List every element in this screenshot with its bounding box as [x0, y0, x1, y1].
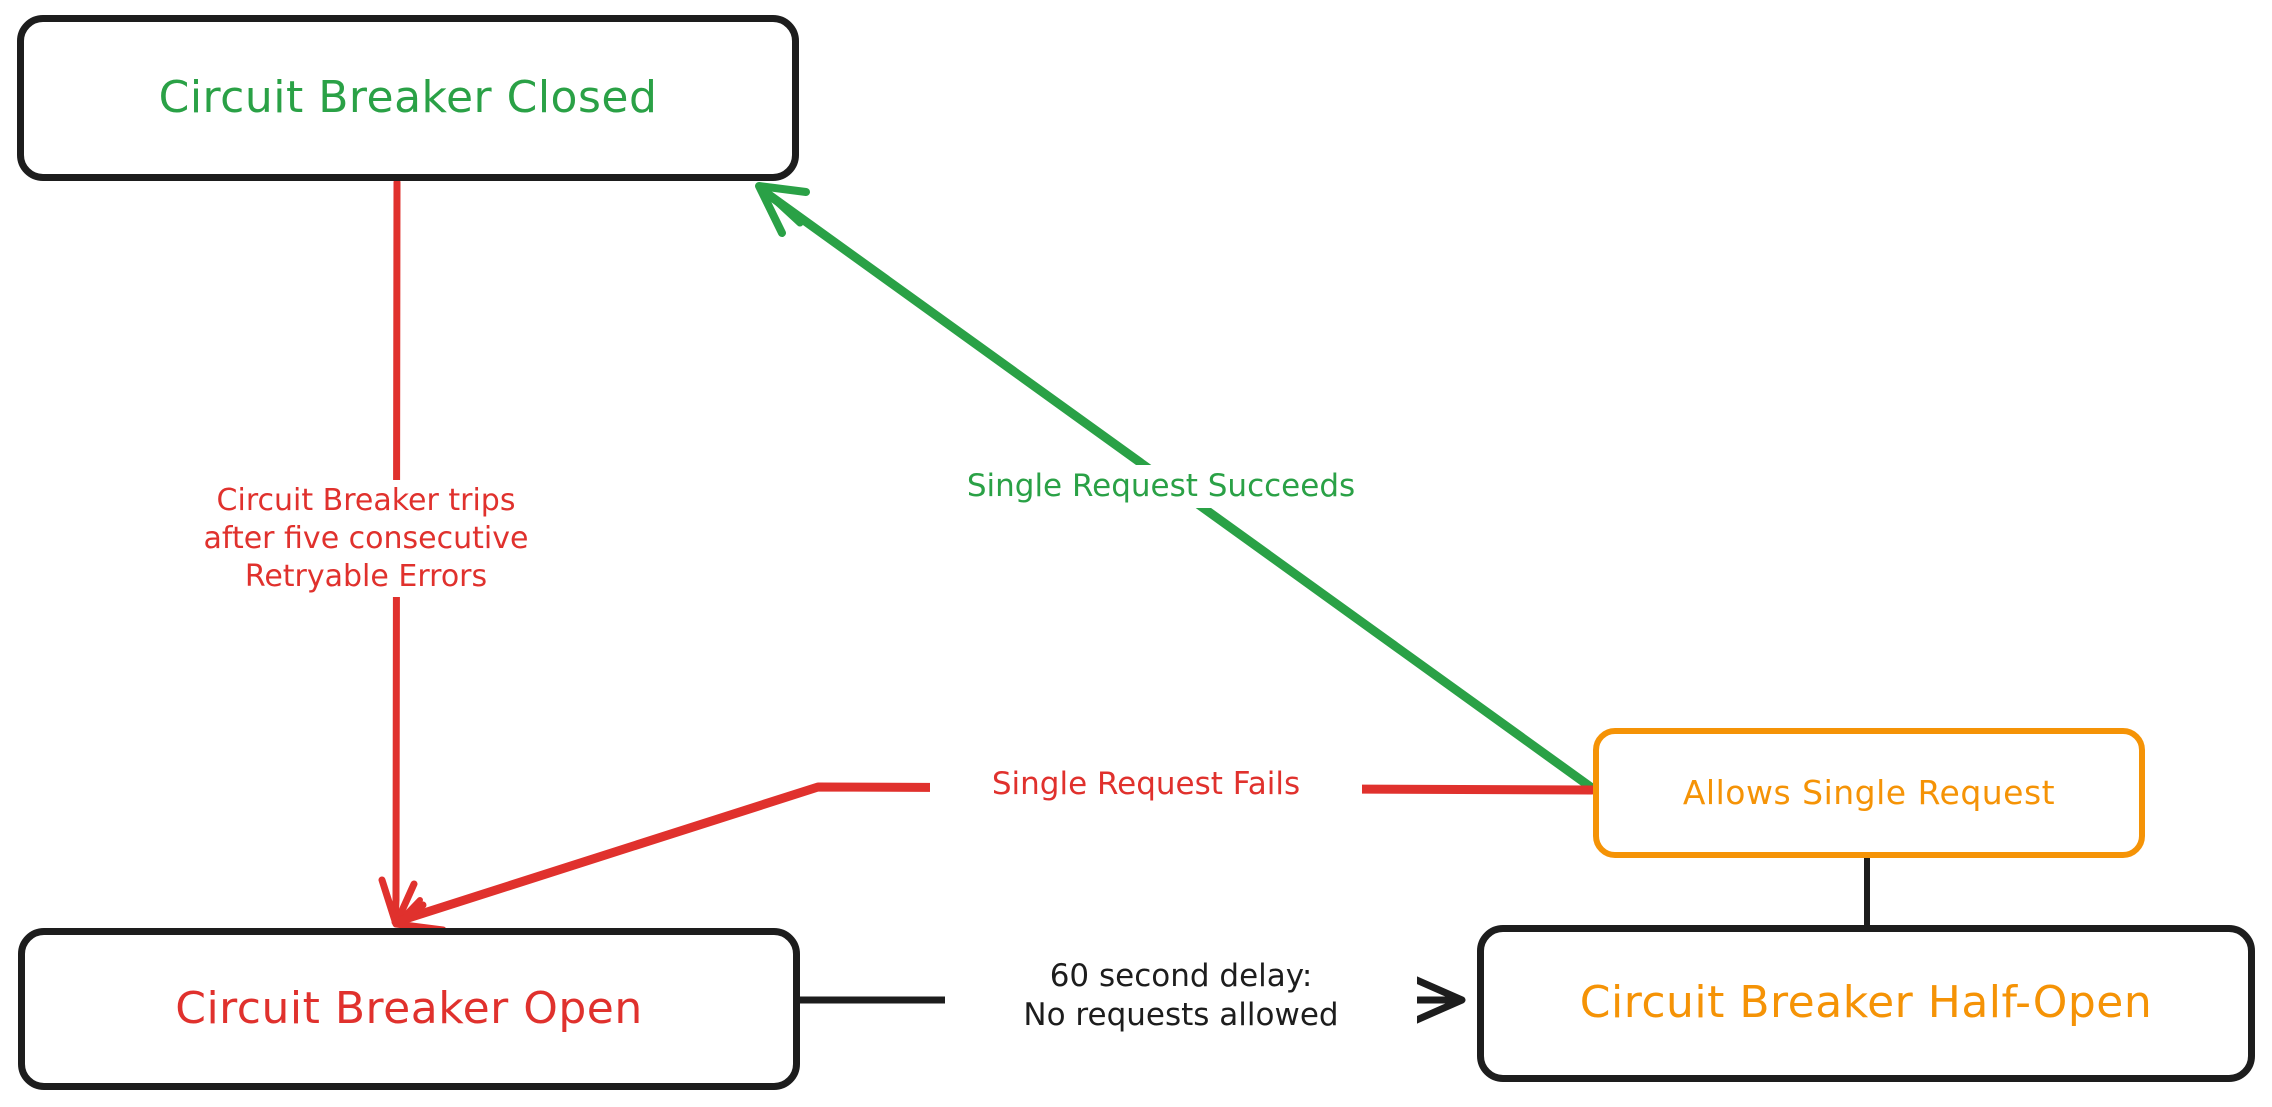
- edge-label-circuit-breaker-trips: Circuit Breaker trips after five consecu…: [160, 480, 572, 598]
- state-node-label: Allows Single Request: [1682, 772, 2056, 812]
- state-node-circuit-breaker-closed[interactable]: Circuit Breaker Closed: [17, 15, 799, 181]
- edge-label-single-request-fails: Single Request Fails: [930, 763, 1362, 807]
- state-node-label: Circuit Breaker Open: [175, 982, 643, 1034]
- edge-label-sixty-second-delay: 60 second delay: No requests allowed: [945, 955, 1417, 1038]
- state-node-label: Circuit Breaker Closed: [158, 71, 658, 123]
- state-node-circuit-breaker-open[interactable]: Circuit Breaker Open: [18, 928, 800, 1090]
- state-node-label: Circuit Breaker Half-Open: [1579, 977, 2153, 1029]
- edge-allows-to-open: [392, 782, 1597, 934]
- state-node-allows-single-request[interactable]: Allows Single Request: [1593, 728, 2145, 858]
- state-node-circuit-breaker-half-open[interactable]: Circuit Breaker Half-Open: [1477, 925, 2255, 1082]
- edge-label-single-request-succeeds: Single Request Succeeds: [905, 465, 1417, 509]
